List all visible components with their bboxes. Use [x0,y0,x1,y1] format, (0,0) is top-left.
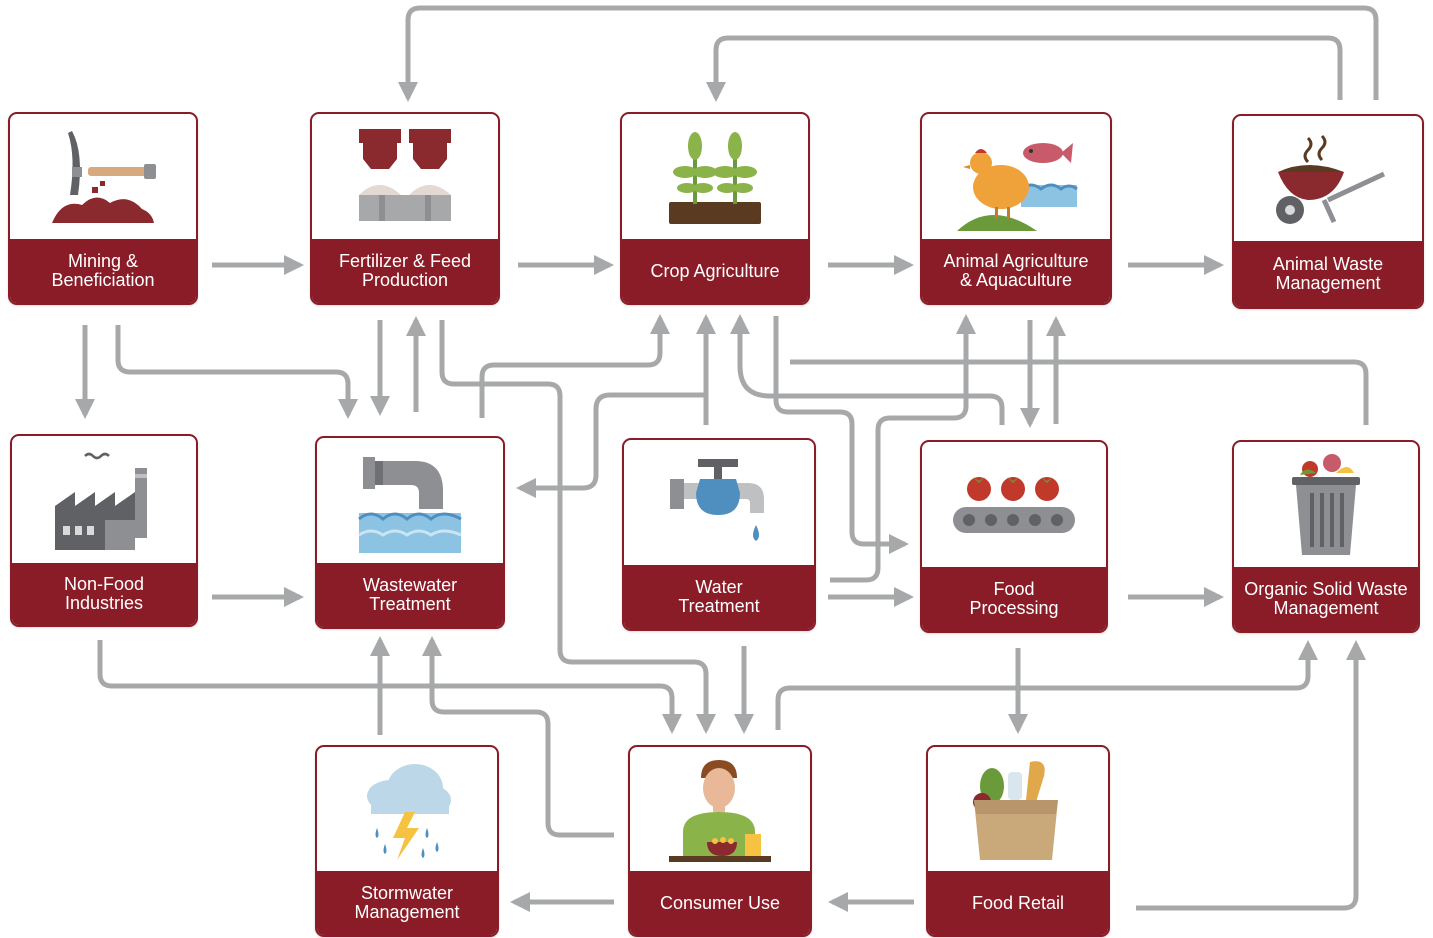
node-label: Water Treatment [624,565,814,629]
arrow-wastewater-to-crop [479,314,670,418]
node-water-treatment: Water Treatment [622,438,816,631]
node-label: Mining & Beneficiation [10,239,196,303]
node-stormwater-management: Stormwater Management [315,745,499,937]
node-organic-solid-waste-management: Organic Solid Waste Management [1232,440,1420,633]
node-food-processing: Food Processing [920,440,1108,633]
arrow-nonfood-to-consumer [97,640,682,734]
node-label: Fertilizer & Feed Production [312,239,498,303]
arrow-foodretail-to-organicwaste [1136,640,1366,911]
node-label: Food Retail [928,871,1108,935]
trash-bin-icon [1234,442,1418,570]
node-label: Crop Agriculture [622,239,808,303]
pickaxe-icon [10,114,196,242]
node-animal-waste-management: Animal Waste Management [1232,114,1424,309]
node-label: Stormwater Management [317,871,497,935]
node-animal-agriculture-aquaculture: Animal Agriculture & Aquaculture [920,112,1112,305]
fertilizer-hopper-icon [312,114,498,242]
node-label: Animal Waste Management [1234,241,1422,307]
node-mining-beneficiation: Mining & Beneficiation [8,112,198,305]
node-label: Consumer Use [630,871,810,935]
arrow-organicwaste-to-crop [790,359,1369,425]
grocery-bag-icon [928,747,1108,875]
node-food-retail: Food Retail [926,745,1110,937]
arrow-crop-to-foodprocessing [773,316,909,554]
arrow-consumer-to-wastewater [422,636,614,838]
node-crop-agriculture: Crop Agriculture [620,112,810,305]
node-label: Organic Solid Waste Management [1234,567,1418,631]
factory-icon [12,436,196,566]
faucet-icon [624,440,814,568]
arrow-animal-to-crop [730,314,1005,425]
storm-cloud-icon [317,747,497,875]
node-label: Non-Food Industries [12,563,196,625]
chicken-fish-icon [922,114,1110,242]
node-label: Wastewater Treatment [317,563,503,627]
crop-plants-icon [622,114,808,242]
arrow-water-to-animal [830,314,976,583]
conveyor-tomatoes-icon [922,442,1106,570]
node-label: Animal Agriculture & Aquaculture [922,239,1110,303]
arrow-animalwaste-to-crop [706,35,1343,102]
node-wastewater-treatment: Wastewater Treatment [315,436,505,629]
person-meal-icon [630,747,810,875]
drain-pipe-icon [317,438,503,566]
arrow-crop-to-wastewater [516,392,706,498]
arrow-fertilizer-to-consumer [439,320,716,734]
arrow-consumer-to-organicwaste [775,640,1318,730]
node-consumer-use: Consumer Use [628,745,812,937]
node-fertilizer-feed-production: Fertilizer & Feed Production [310,112,500,305]
wheelbarrow-icon [1234,116,1422,244]
node-label: Food Processing [922,567,1106,631]
node-non-food-industries: Non-Food Industries [10,434,198,627]
arrow-mining-to-wastewater [115,325,358,419]
arrow-animalwaste-to-fertilizer [398,5,1379,102]
